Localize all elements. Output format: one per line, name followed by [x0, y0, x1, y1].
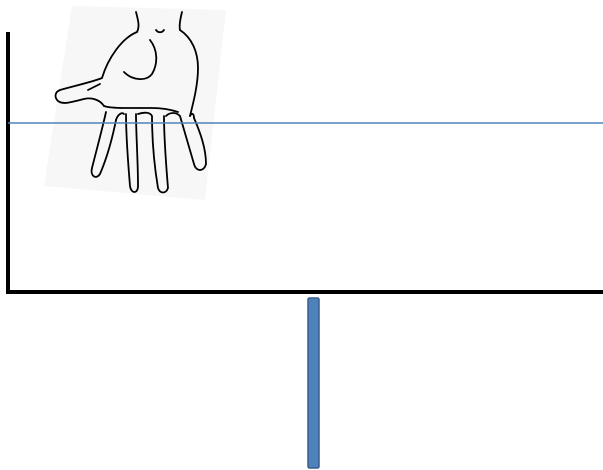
hand-backdrop — [44, 6, 226, 200]
vertical-post — [308, 298, 319, 468]
